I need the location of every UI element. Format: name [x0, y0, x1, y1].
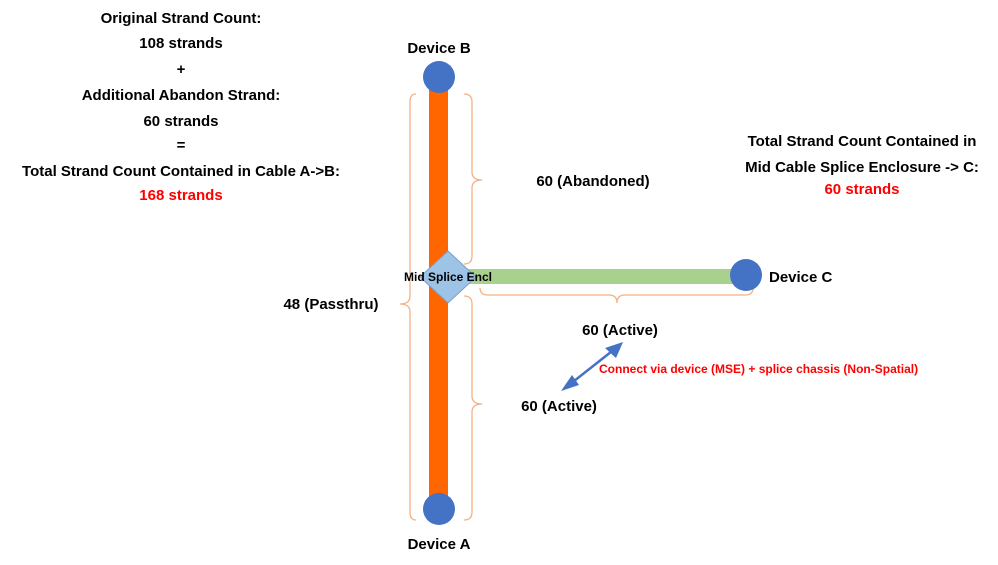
abandon-strand-value: 60 strands: [143, 113, 218, 130]
device-a-label: Device A: [408, 536, 471, 553]
device-b-label: Device B: [407, 40, 471, 57]
abandon-strand-label: Additional Abandon Strand:: [82, 87, 281, 104]
cable-to-device-c[interactable]: [448, 269, 750, 284]
connection-note: Connect via device (MSE) + splice chassi…: [599, 362, 918, 376]
original-strand-count-value: 108 strands: [139, 35, 222, 52]
total-c-label-line1: Total Strand Count Contained in: [748, 133, 977, 150]
device-c-label: Device C: [769, 269, 833, 286]
enclosure-label: Mid Splice Encl: [404, 270, 492, 284]
enclosure-strand-summary: Total Strand Count Contained in Mid Cabl…: [745, 133, 979, 198]
device-a-node[interactable]: [423, 493, 455, 525]
mid-splice-enclosure[interactable]: [419, 250, 477, 304]
plus-sign: +: [177, 61, 186, 78]
original-strand-summary: Original Strand Count: 108 strands + Add…: [22, 10, 340, 204]
original-strand-count-label: Original Strand Count:: [101, 10, 262, 27]
active-c-brace: [479, 287, 754, 304]
passthru-brace: [399, 93, 417, 521]
brace-group: [399, 93, 754, 521]
total-ab-value: 168 strands: [139, 187, 222, 204]
active-c-count-label: 60 (Active): [582, 322, 658, 339]
total-ab-label: Total Strand Count Contained in Cable A-…: [22, 163, 340, 180]
abandoned-count-label: 60 (Abandoned): [536, 173, 649, 190]
total-c-value: 60 strands: [824, 181, 899, 198]
device-c-node[interactable]: [730, 259, 762, 291]
total-c-label-line2: Mid Cable Splice Enclosure -> C:: [745, 159, 979, 176]
abandoned-brace: [463, 93, 483, 265]
active-a-count-label: 60 (Active): [521, 398, 597, 415]
passthru-count-label: 48 (Passthru): [283, 296, 378, 313]
cable-a-b[interactable]: [429, 84, 448, 514]
active-a-brace: [463, 295, 483, 521]
device-b-node[interactable]: [423, 61, 455, 93]
equals-sign: =: [177, 137, 186, 154]
connection-arrow: [561, 342, 623, 391]
